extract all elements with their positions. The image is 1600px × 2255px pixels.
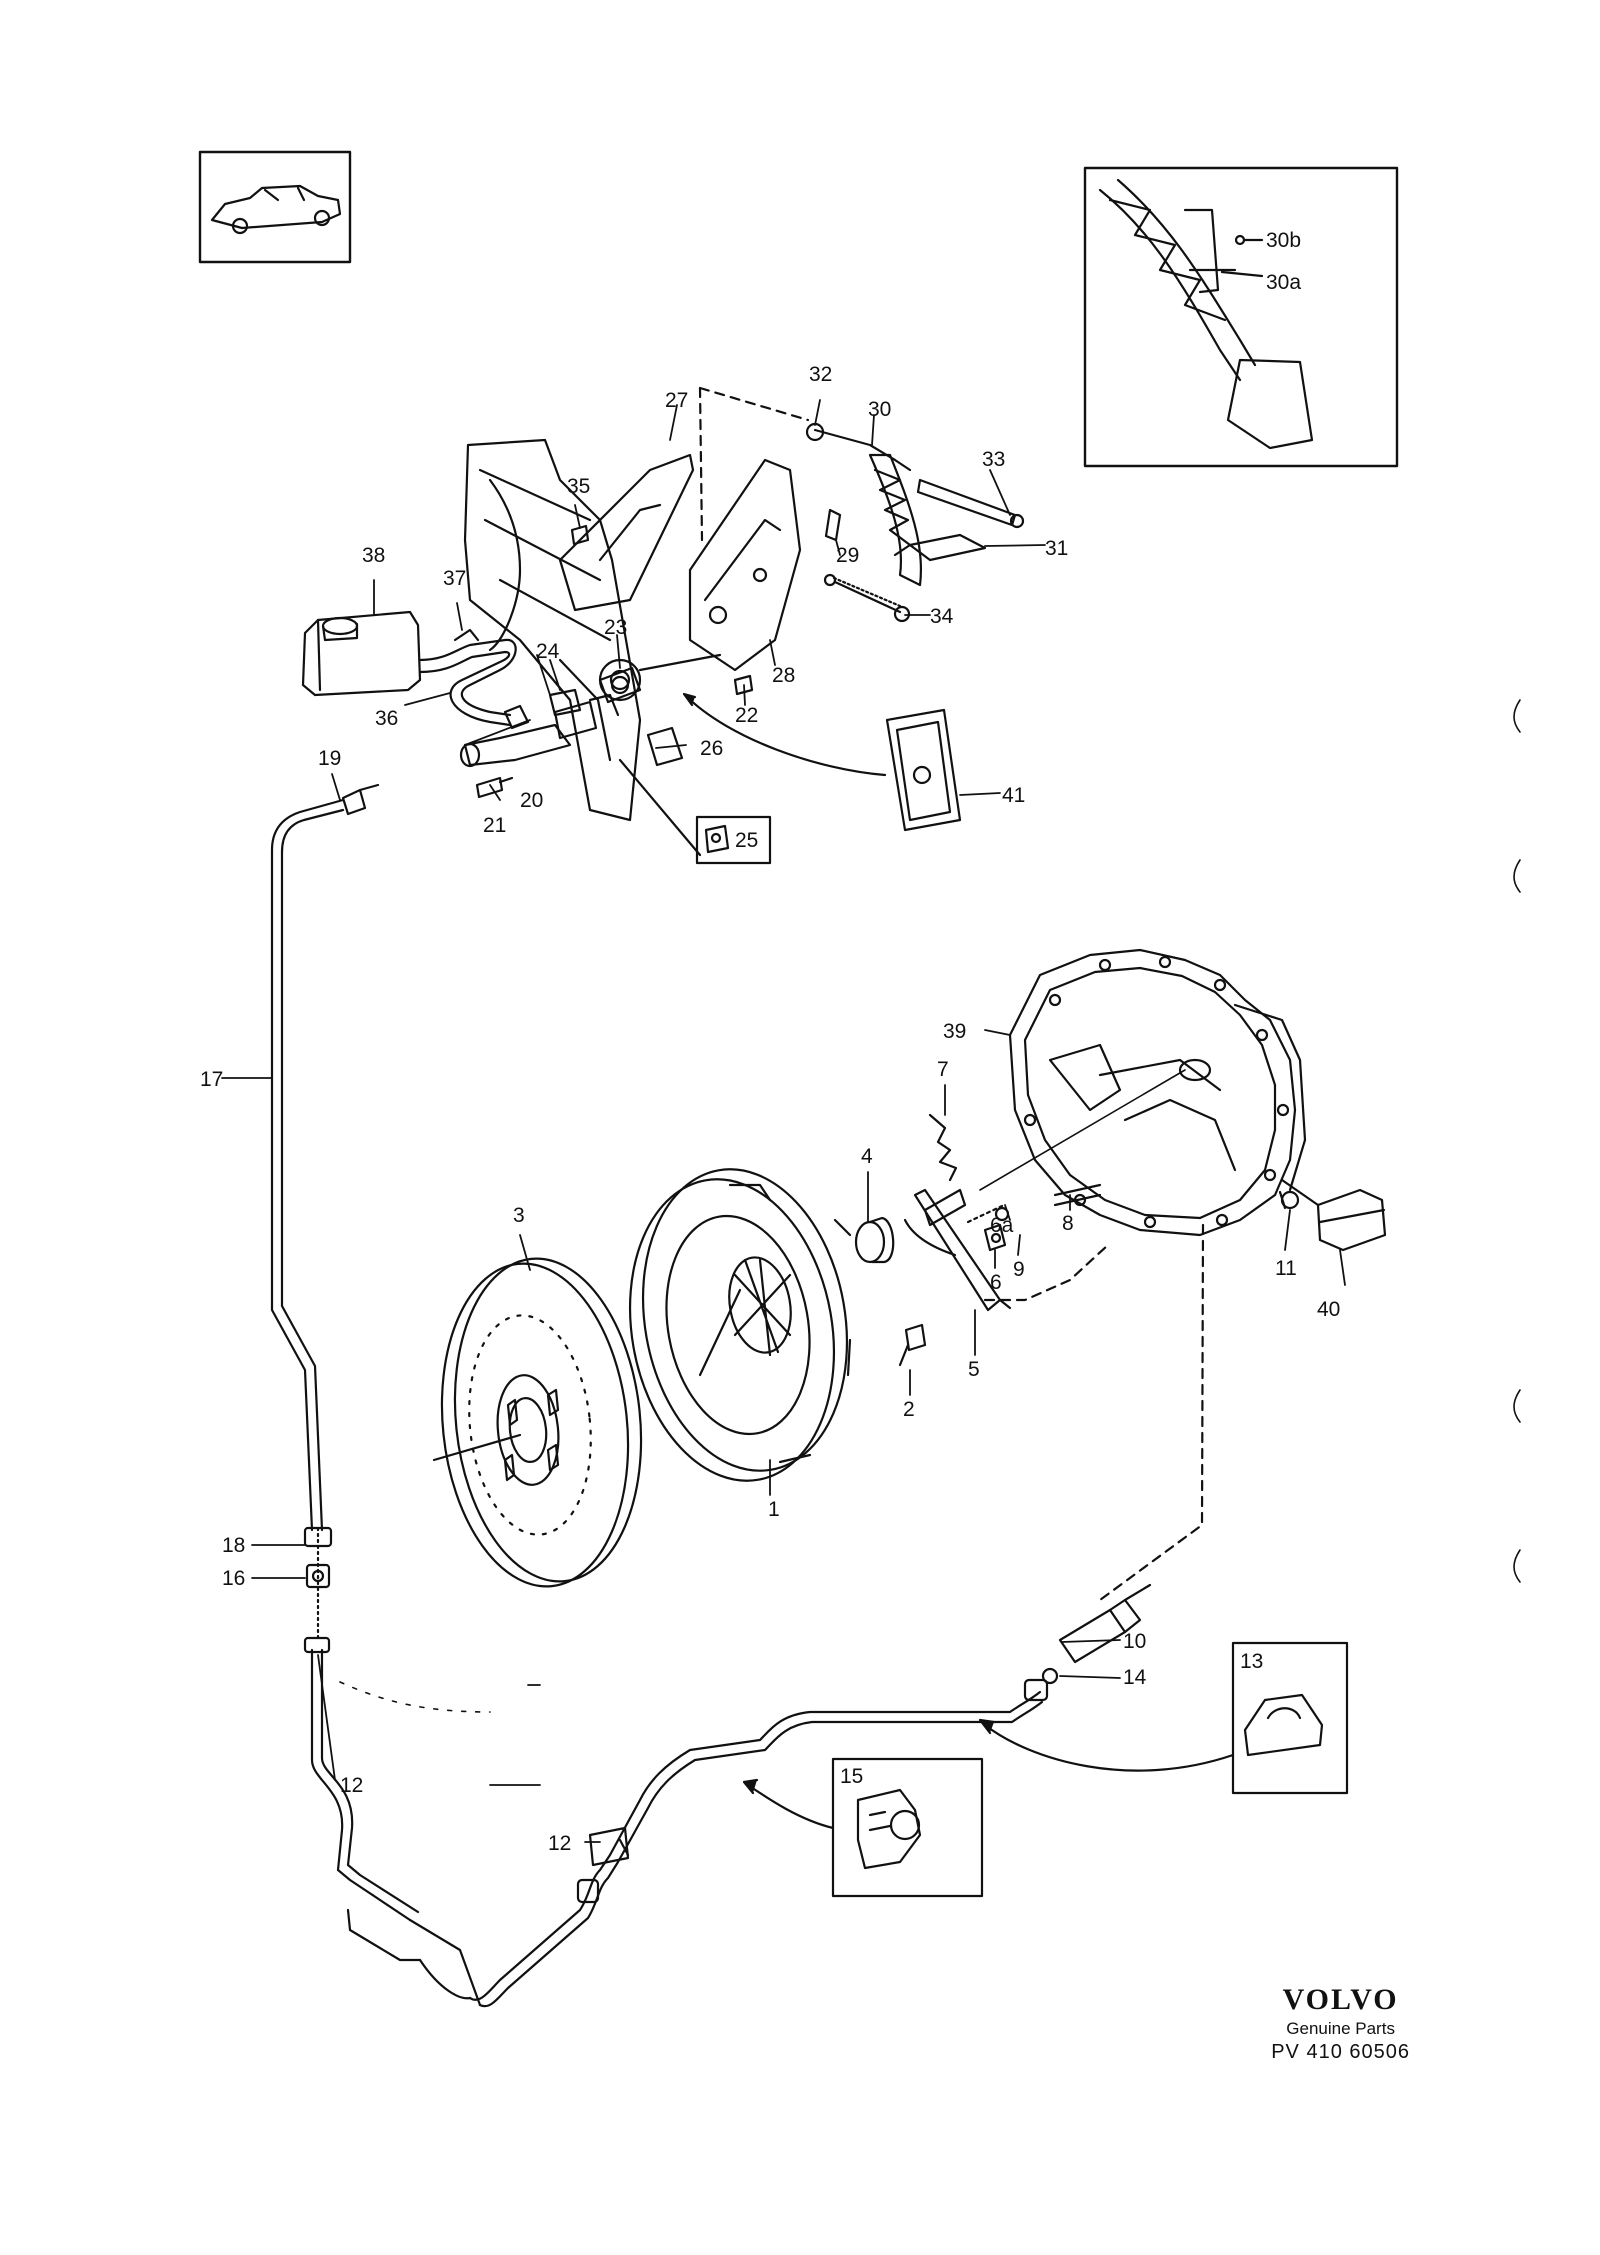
arrows: [618, 692, 1235, 1830]
brand-block: VOLVO Genuine Parts PV 410 60506: [1271, 1985, 1410, 2064]
callout-11: 11: [1275, 1257, 1297, 1280]
callout-31: 31: [1045, 537, 1068, 560]
brand-subtitle: Genuine Parts: [1286, 2019, 1395, 2038]
callout-40: 40: [1317, 1298, 1340, 1321]
callout-16: 16: [222, 1567, 245, 1590]
callout-4: 4: [861, 1145, 873, 1168]
hydraulic-pipes: [270, 783, 1152, 2008]
callout-34: 34: [930, 605, 954, 628]
callout-35: 35: [567, 475, 590, 498]
callout-27: 27: [665, 389, 688, 412]
callout-10: 10: [1123, 1630, 1146, 1653]
callout-19: 19: [318, 747, 341, 770]
callout-39: 39: [943, 1020, 966, 1043]
callout-8: 8: [1062, 1212, 1074, 1235]
callout-9: 9: [1013, 1258, 1025, 1281]
callout-15: 15: [840, 1765, 863, 1788]
leader-lines: [221, 399, 1346, 1843]
callout-18: 18: [222, 1534, 245, 1557]
inset-box-15: [831, 1757, 984, 1898]
pedal-bracket-assembly: [463, 438, 842, 822]
volvo-logo: VOLVO: [1282, 1983, 1399, 2016]
callout-20: 20: [520, 789, 543, 812]
callout-1: 1: [768, 1498, 780, 1521]
callout-25: 25: [735, 829, 758, 852]
small-parts: [928, 1113, 1387, 1252]
callout-12-lower: 12: [548, 1832, 571, 1855]
release-bearing: [854, 1216, 895, 1264]
callout-14: 14: [1123, 1666, 1147, 1689]
callout-30: 30: [868, 398, 891, 421]
callout-30b: 30b: [1266, 229, 1301, 252]
callout-21: 21: [483, 814, 506, 837]
inset-box-41: [885, 708, 962, 832]
scan-marks: [1513, 699, 1521, 1583]
callout-26: 26: [700, 737, 723, 760]
pedal-arm-parts: [805, 422, 1025, 623]
callout-24: 24: [536, 640, 560, 663]
callout-41: 41: [1002, 784, 1025, 807]
guide-line: [339, 1681, 491, 1713]
master-cylinder-assembly: [301, 610, 684, 799]
callout-13: 13: [1240, 1650, 1263, 1673]
callout-3: 3: [513, 1204, 525, 1227]
bellhousing: [979, 948, 1307, 1237]
inset-box-13: [1231, 1641, 1349, 1795]
callout-17: 17: [200, 1068, 223, 1091]
release-fork: [903, 1188, 1012, 1312]
callout-38: 38: [362, 544, 385, 567]
callout-6: 6: [990, 1271, 1002, 1294]
callout-33: 33: [982, 448, 1005, 471]
callout-36: 36: [375, 707, 398, 730]
diagram-code: PV 410 60506: [1271, 2041, 1410, 2063]
callout-32: 32: [809, 363, 832, 386]
callout-30a: 30a: [1266, 271, 1301, 294]
callout-37: 37: [443, 567, 466, 590]
clutch-disc: [432, 1257, 643, 1588]
vehicle-thumbnail: [198, 150, 352, 264]
dashed-leaders: [698, 386, 1205, 1602]
callout-7: 7: [937, 1058, 949, 1081]
pressure-plate: [628, 1168, 927, 1482]
pedal-detail-inset: 30b 30a: [1083, 166, 1399, 468]
callout-29: 29: [836, 544, 859, 567]
callout-6a: 6a: [990, 1214, 1014, 1237]
callout-23: 23: [604, 616, 627, 639]
callout-28: 28: [772, 664, 795, 687]
callout-5: 5: [968, 1358, 980, 1381]
callout-12-upper: 12: [340, 1774, 363, 1797]
callout-22: 22: [735, 704, 758, 727]
callout-2: 2: [903, 1398, 915, 1421]
inset-box-25: [695, 815, 772, 865]
